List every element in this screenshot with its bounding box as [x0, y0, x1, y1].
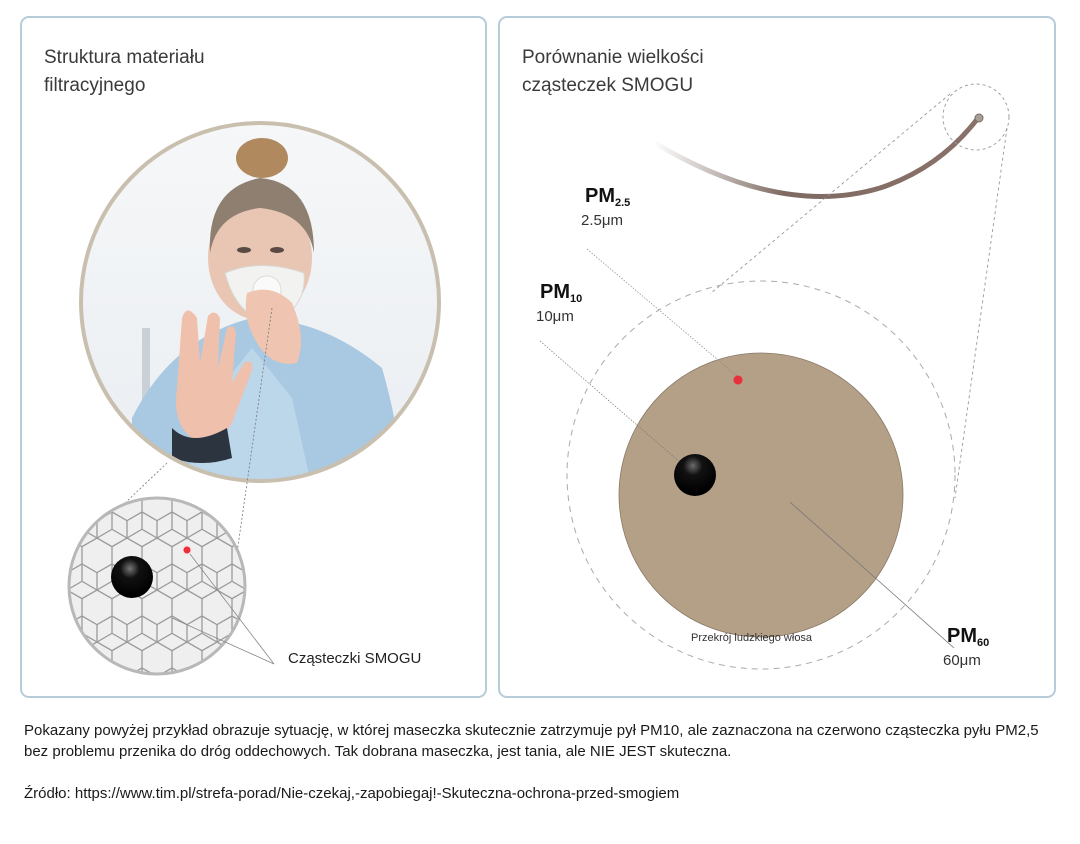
particle-size-comparison-panel: Porównanie wielkości cząsteczek SMOGU: [498, 16, 1056, 698]
pm10-particle: [674, 454, 716, 496]
woman-mask-photo: [81, 123, 439, 481]
filter-illustration: [67, 121, 441, 676]
description-text: Pokazany powyżej przykład obrazuje sytua…: [24, 722, 1039, 760]
photo-ring: [79, 121, 441, 483]
particle-size-illustration: [539, 83, 1010, 670]
pm25-particle: [733, 375, 743, 385]
smog-particles-caption: Cząsteczki SMOGU: [288, 650, 422, 667]
pm10-label: PM10 10μm: [536, 281, 583, 325]
panel-title: Porównanie wielkości cząsteczek SMOGU: [522, 47, 704, 96]
pm60-label: PM60 60μm: [943, 625, 990, 669]
hair-strand: [650, 115, 981, 199]
pm10-particle: [111, 556, 153, 598]
pm25-label: PM2.5 2.5μm: [581, 185, 631, 229]
filter-mesh-circle: [67, 496, 275, 676]
pm25-particle: [183, 546, 191, 554]
filter-structure-panel: Struktura materiału filtracyjnego: [20, 16, 487, 698]
panel-title: Struktura materiału filtracyjnego: [44, 47, 205, 96]
hair-cross-section: [618, 352, 904, 638]
footer-text: Pokazany powyżej przykład obrazuje sytua…: [24, 720, 1064, 804]
hair-cross-section-caption: Przekrój ludzkiego włosa: [691, 632, 813, 644]
source-text: Źródło: https://www.tim.pl/strefa-porad/…: [24, 785, 680, 802]
